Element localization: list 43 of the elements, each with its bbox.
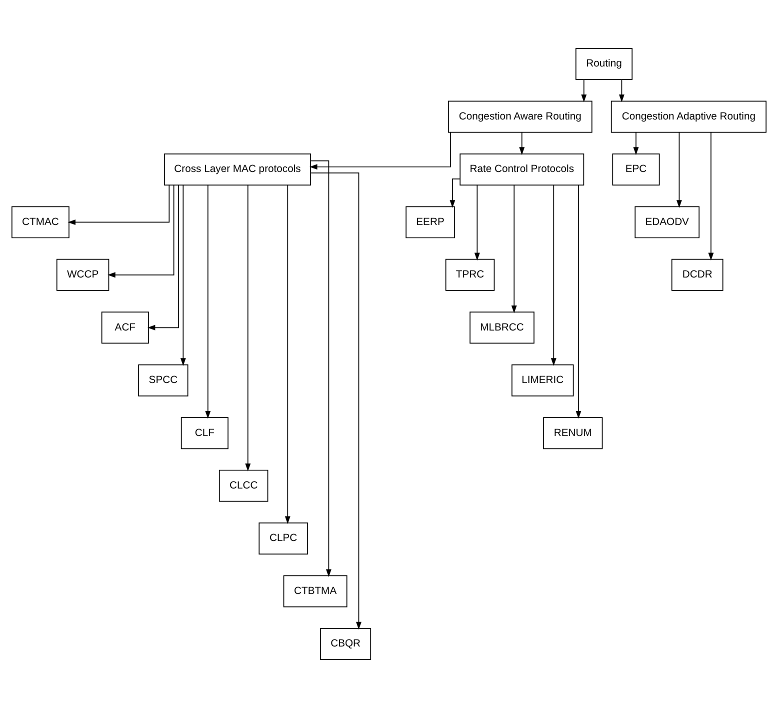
- arrow: [68, 184, 170, 225]
- arrow: [619, 79, 624, 102]
- arrow: [180, 184, 186, 366]
- arrow: [676, 132, 682, 208]
- node-box: WCCP: [56, 258, 110, 291]
- arrow: [147, 184, 179, 330]
- node-box: CLCC: [218, 470, 268, 502]
- node-box: TPRC: [445, 258, 495, 291]
- node-box: CTBTMA: [283, 575, 348, 608]
- node-box: Cross Layer MAC protocols: [164, 153, 311, 186]
- arrow: [474, 184, 480, 261]
- arrow: [576, 184, 582, 419]
- arrow: [633, 132, 639, 155]
- node-box: EDAODV: [634, 206, 700, 238]
- node-box: ACF: [101, 312, 149, 344]
- node-box: DCDR: [671, 258, 724, 291]
- arrow: [310, 172, 362, 630]
- node-box: CLF: [180, 417, 228, 450]
- arrow: [310, 160, 332, 577]
- arrow: [284, 184, 290, 524]
- arrow: [205, 184, 211, 419]
- node-box: Routing: [575, 48, 633, 80]
- node-box: EPC: [612, 153, 660, 186]
- arrow: [245, 184, 251, 472]
- arrow: [550, 184, 556, 366]
- node-box: CLPC: [258, 522, 308, 555]
- arrow: [108, 184, 174, 278]
- arrow: [581, 79, 587, 102]
- node-box: Rate Control Protocols: [460, 153, 584, 186]
- arrow: [519, 132, 525, 155]
- node-box: RENUM: [543, 417, 603, 450]
- node-box: Congestion Aware Routing: [448, 100, 592, 133]
- node-box: LIMERIC: [512, 364, 574, 396]
- node-box: CTMAC: [12, 206, 70, 238]
- arrow: [450, 178, 460, 208]
- node-box: MLBRCC: [470, 312, 534, 344]
- node-box: EERP: [406, 206, 455, 238]
- arrow: [309, 132, 451, 170]
- arrow: [708, 132, 714, 261]
- node-box: CBQR: [320, 628, 372, 660]
- arrow: [511, 184, 517, 314]
- node-box: Congestion Adaptive Routing: [610, 100, 766, 133]
- node-box: SPCC: [138, 364, 188, 396]
